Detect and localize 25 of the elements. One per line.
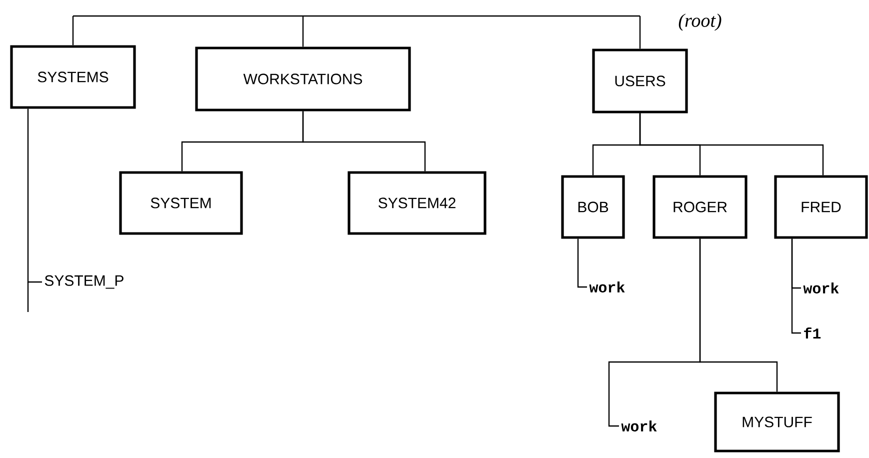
tree-line <box>639 113 824 176</box>
tree-line <box>791 238 802 334</box>
tree-line <box>639 16 641 49</box>
tree-line <box>699 238 778 392</box>
directory-box: BOB <box>561 175 625 239</box>
directory-box: SYSTEM42 <box>348 171 486 235</box>
file-name: SYSTEM_P <box>44 275 124 289</box>
tree-line <box>73 15 640 17</box>
tree-line <box>302 111 426 172</box>
file-name: work <box>589 282 625 292</box>
tree-line <box>27 108 42 283</box>
file-name: f1 <box>804 327 821 339</box>
file-name: work <box>803 282 839 294</box>
directory-box: MYSTUFF <box>714 392 840 452</box>
root-label: (root) <box>678 14 722 31</box>
tree-line <box>72 16 74 46</box>
directory-box: ROGER <box>652 175 748 239</box>
directory-box: USERS <box>592 48 688 114</box>
tree-line <box>577 238 587 288</box>
directory-box: WORKSTATIONS <box>195 46 411 112</box>
file-name: work <box>621 420 657 432</box>
tree-line <box>302 16 304 47</box>
directory-box: FRED <box>774 175 868 239</box>
directory-box: SYSTEM <box>119 171 243 235</box>
directory-box: SYSTEMS <box>10 45 136 109</box>
